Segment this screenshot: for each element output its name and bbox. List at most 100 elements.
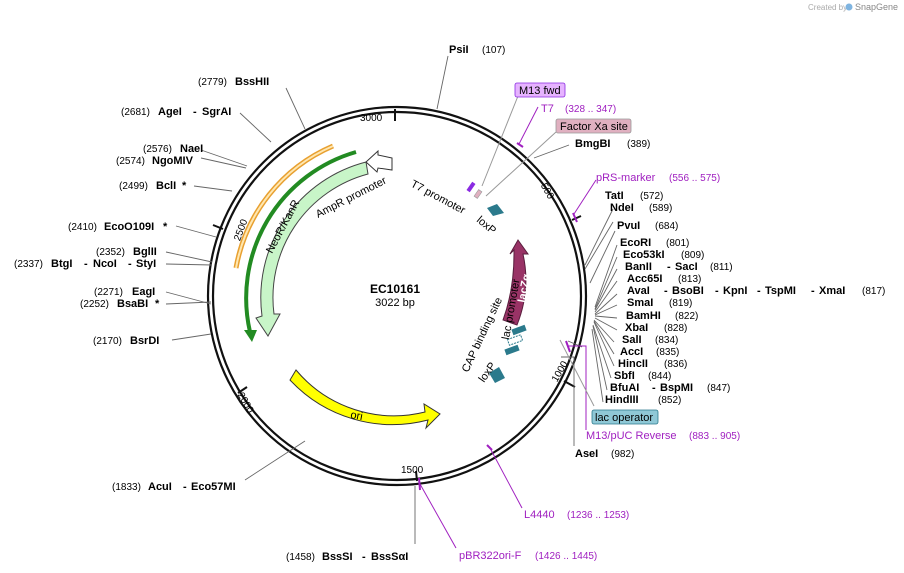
enzyme-naei-pos: (2576) [143,144,172,155]
enzyme-bsshii: BssHII [235,76,269,88]
primer-leader-lines [419,106,597,549]
cap-binding-feature [504,344,520,356]
enzyme-sali: SalI [622,334,642,346]
leader-lines [165,55,618,544]
enzyme-bsssi: BssSI [322,551,353,563]
tick-marks [212,109,582,482]
enzyme-tspmi: TspMI [765,285,796,297]
credit-brand: SnapGene [855,2,898,12]
enzyme-eagi-pos: (2271) [94,287,123,298]
enzyme-tati-pos: (572) [640,191,663,202]
primer-pbr-name: pBR322ori-F [459,550,522,562]
cap-binding-label: CAP binding site [460,296,505,375]
enzyme-bcli: BclI [156,180,176,192]
enzyme-bsrdi-pos: (2170) [93,336,122,347]
enzyme-avai-sep: - [664,285,668,297]
enzyme-acui-pos: (1833) [112,482,141,493]
m13-fwd-box [514,82,566,98]
enzyme-xbai: XbaI [625,322,648,334]
enzyme-kpni: KpnI [723,285,747,297]
enzyme-bsssai: BssSαI [371,551,408,563]
enzyme-acci: AccI [620,346,643,358]
enzyme-ndei: NdeI [610,202,634,214]
enzyme-bcli-star: * [182,180,187,192]
enzyme-eco53ki: Eco53kI [623,249,665,261]
lac-operator-feature [506,334,524,346]
enzyme-bsabi: BsaBI [117,298,148,310]
snapgene-logo-icon [845,3,853,11]
enzyme-acci-pos: (835) [656,347,679,358]
ori-feature [289,369,441,430]
enzyme-psii: PsiI [449,44,469,56]
factor-xa-label: Factor Xa site [560,121,628,133]
factor-xa-feature [473,189,483,199]
primer-m13rev-range: (883 .. 905) [689,431,740,442]
enzyme-avai: AvaI [627,285,650,297]
enzyme-bglii-pos: (2352) [96,247,125,258]
enzyme-asei: AseI [575,448,598,460]
plasmid-name: EC10161 [370,282,420,296]
primer-m13rev-name: M13/pUC Reverse [586,430,676,442]
enzyme-styi: StyI [136,258,156,270]
enzyme-saci: SacI [675,261,698,273]
enzyme-ecoo109i-pos: (2410) [68,222,97,233]
enzyme-hindiii-pos: (852) [658,395,681,406]
feature-leader-lines [481,95,595,407]
enzyme-eagi: EagI [132,286,155,298]
backbone-outer-strand [206,105,588,487]
m13-fwd-label: M13 fwd [519,85,561,97]
neo-green-arrowhead [244,330,257,342]
tick-label-2000: 2000 [235,391,256,416]
enzyme-sgrai: SgrAI [202,106,231,118]
enzyme-bcli-pos: (2499) [119,181,148,192]
enzyme-bamhi-pos: (822) [675,311,698,322]
enzyme-pvui: PvuI [617,220,640,232]
t7-promoter-label: T7 promoter [409,178,468,217]
enzyme-naei: NaeI [180,143,203,155]
enzyme-sbfi-pos: (844) [648,371,671,382]
enzyme-pvui-pos: (684) [655,221,678,232]
enzyme-bsshii-pos: (2779) [198,77,227,88]
enzyme-agei-sep: - [193,106,197,118]
backbone-inner-strand [211,110,583,482]
enzyme-bsabi-star: * [155,298,160,310]
enzyme-ncoi: NcoI [93,258,117,270]
enzyme-agei: AgeI [158,106,182,118]
enzyme-banii: BanII [625,261,652,273]
enzyme-banii-sep: - [667,261,671,273]
enzyme-hindiii: HindIII [605,394,639,406]
enzyme-btgi: BtgI [51,258,72,270]
primer-t7-range: (328 .. 347) [565,104,616,115]
enzyme-tati: TatI [605,190,624,202]
neo-green-arc [244,150,357,333]
enzyme-psii-pos: (107) [482,45,505,56]
enzyme-avai-pos: (817) [862,286,885,297]
enzyme-hincii-pos: (836) [664,359,687,370]
enzyme-ecori: EcoRI [620,237,651,249]
plasmid-length: 3022 bp [375,297,415,309]
snapgene-credit: Created by SnapGene [808,2,898,12]
enzyme-sali-pos: (834) [655,335,678,346]
enzyme-acc65i: Acc65I [627,273,662,285]
enzyme-avai-sep4: - [811,285,815,297]
enzyme-bmgbi: BmgBI [575,138,610,150]
credit-prefix: Created by [808,3,847,12]
t7-promoter-feature [466,181,476,193]
loxp-top-label: loxP [474,214,498,237]
enzyme-btgi-sep: - [84,258,88,270]
enzyme-btgi-pos: (2337) [14,259,43,270]
enzyme-smai: SmaI [627,297,653,309]
lacza-label: lacZα [516,273,533,304]
enzyme-bsssi-pos: (1458) [286,552,315,563]
enzyme-banii-pos: (811) [710,262,733,273]
primer-l4440-range: (1236 .. 1253) [567,510,629,521]
factor-xa-box [555,118,632,134]
lacza-feature [502,239,529,326]
enzyme-ecori-pos: (801) [666,238,689,249]
enzyme-smai-pos: (819) [669,298,692,309]
lac-operator-label: lac operator [595,412,653,424]
enzyme-bsabi-pos: (2252) [80,299,109,310]
primer-l4440-name: L4440 [524,509,555,521]
